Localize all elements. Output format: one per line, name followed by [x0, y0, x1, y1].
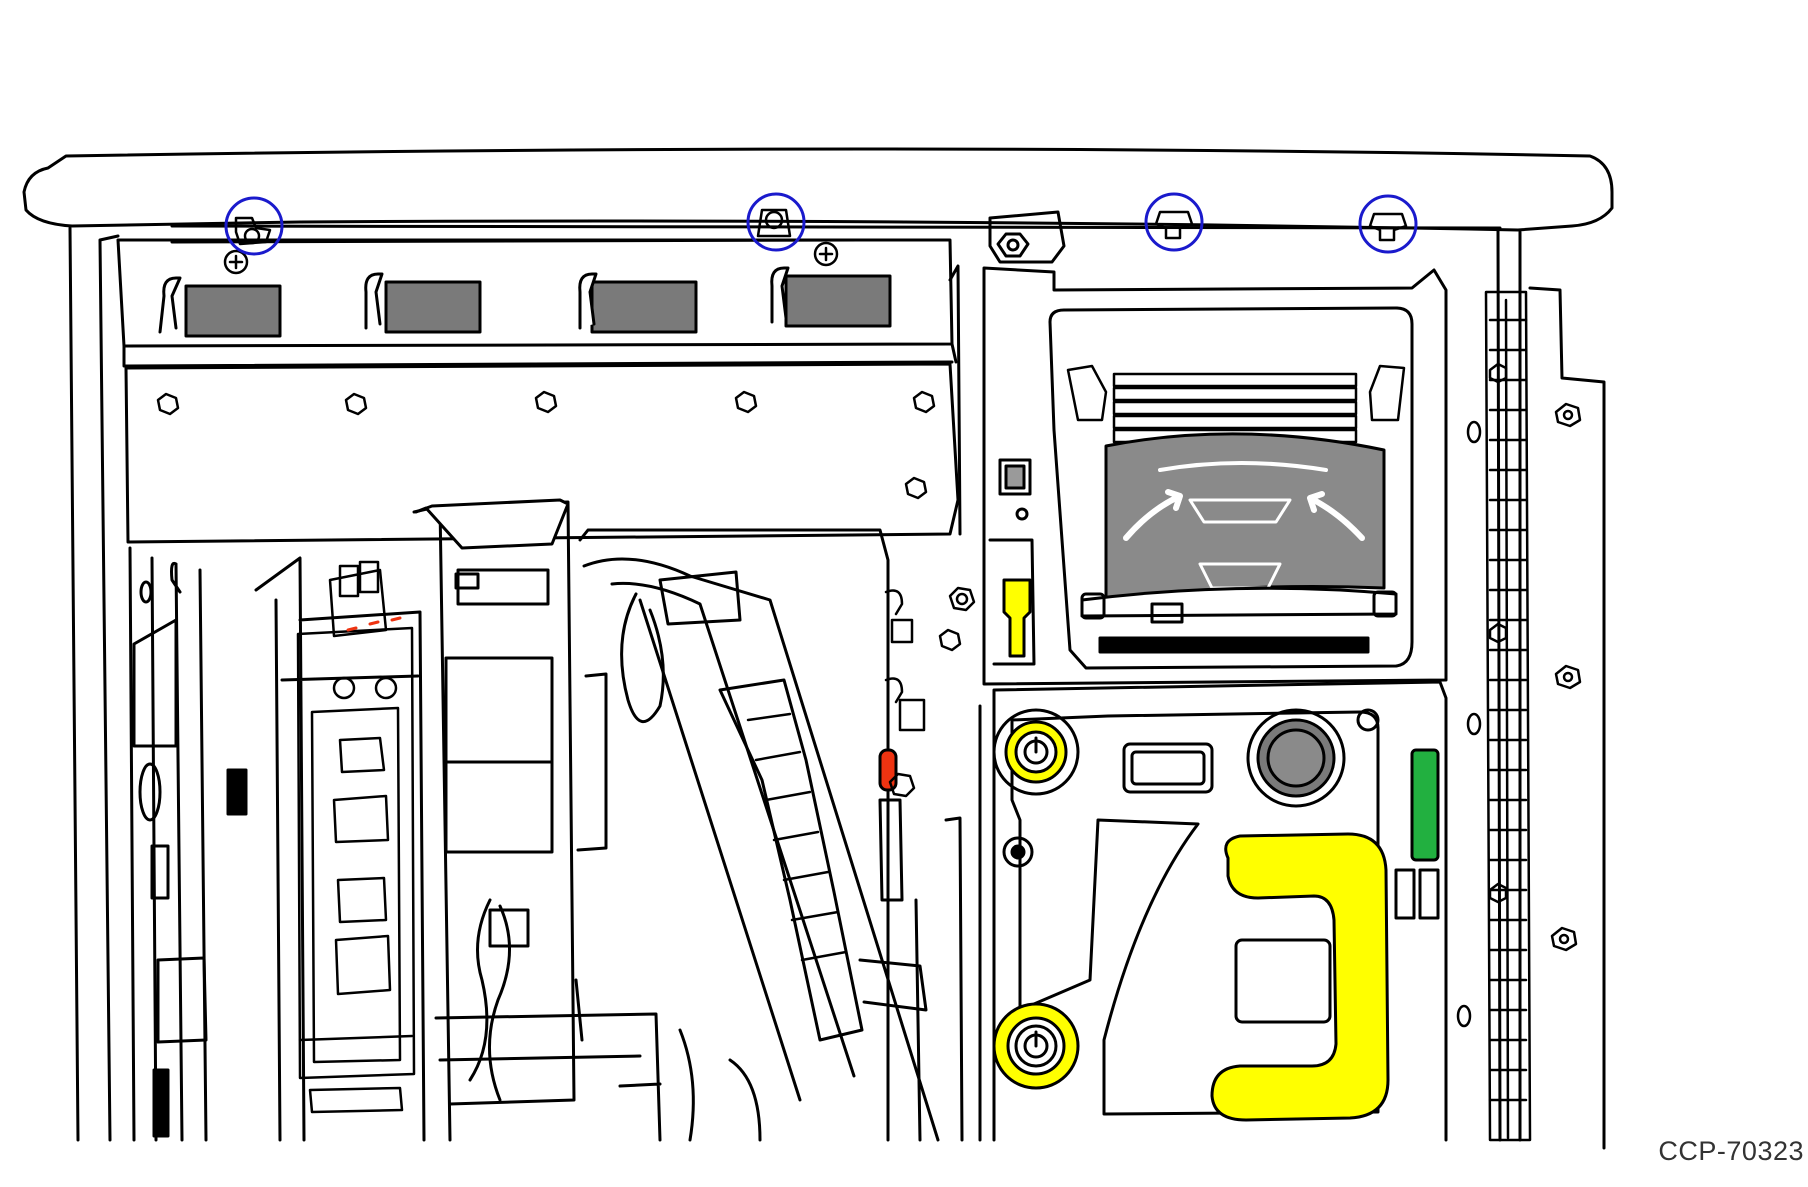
ribbon-connector	[718, 678, 864, 1042]
printer-side-clip-left	[1066, 364, 1108, 422]
hex-nut-icon	[1550, 926, 1578, 952]
hex-nut-icon	[996, 232, 1030, 258]
hex-nut-icon	[888, 772, 916, 798]
vent-slots	[158, 266, 892, 338]
power-supply-unit	[412, 500, 576, 1142]
cable-clips	[884, 589, 926, 732]
vent-slot	[184, 284, 282, 338]
hex-nut-icon	[1488, 622, 1508, 644]
paper-feed-slats	[1112, 372, 1358, 444]
hex-nut-icon	[156, 392, 180, 416]
hex-nut-icon	[904, 476, 928, 500]
handle-label-plate	[1234, 938, 1332, 1024]
vent-grille	[226, 768, 248, 816]
hex-nut-icon	[1554, 402, 1582, 428]
vent-tab	[364, 272, 384, 330]
center-mounting-plate	[124, 362, 960, 544]
plate-bolts	[156, 390, 936, 500]
phillips-screw-icon	[223, 249, 249, 275]
vent-slot	[784, 274, 892, 328]
printer-output-slot	[1098, 636, 1370, 654]
hex-nut-icon	[1554, 664, 1582, 690]
left-side-wall	[68, 226, 120, 1142]
hex-nut-icon	[534, 390, 558, 414]
blue-callout-circle	[224, 196, 284, 256]
hinge-nut-bracket	[988, 210, 1066, 264]
yellow-power-connector	[1002, 578, 1032, 658]
green-status-indicator	[1410, 748, 1440, 862]
red-markers	[346, 616, 402, 632]
hex-nut-icon	[1488, 362, 1508, 384]
vent-tab	[770, 266, 790, 324]
inner-mount-plate	[1010, 710, 1380, 1116]
figure-reference-id: CCP-70323	[1658, 1136, 1804, 1166]
arrow-icon	[1307, 491, 1365, 541]
latch-4	[1358, 194, 1418, 254]
left-card-rail	[128, 546, 208, 1142]
vent-tab	[578, 272, 598, 330]
upper-key-lock	[992, 708, 1080, 796]
yellow-drawer-handle	[1210, 832, 1390, 1122]
latch-3	[1144, 192, 1204, 252]
vent-slot	[384, 280, 482, 334]
diagonal-cable-bundle	[582, 557, 940, 1142]
printer-side-clip-right	[1368, 364, 1406, 422]
alignment-pin	[1002, 836, 1034, 868]
drawer-knob	[1246, 708, 1380, 808]
lid-inner-edge	[170, 224, 1502, 230]
release-button	[1122, 742, 1214, 794]
blue-callout-circle	[746, 192, 806, 252]
psu-cable	[468, 898, 584, 1102]
vent-slot	[590, 280, 698, 334]
right-hinge	[1456, 290, 1582, 1142]
printer-housing	[982, 266, 1448, 686]
circuit-board	[296, 560, 416, 1114]
hex-nut-icon	[948, 586, 976, 612]
hex-nut-icon	[938, 628, 962, 652]
blue-callout-circle	[1144, 192, 1204, 252]
lower-bracket	[978, 680, 1448, 1142]
paper-roll-core	[1188, 498, 1292, 524]
hex-nut-icon	[734, 390, 758, 414]
latch-1	[224, 196, 284, 256]
latch-callouts	[224, 192, 1418, 256]
paper-roll-arrows	[1123, 489, 1365, 541]
red-indicator	[878, 748, 898, 792]
vent-tab	[158, 276, 182, 334]
blue-callout-circle	[1358, 194, 1418, 254]
card-cage	[254, 556, 426, 1142]
arrow-icon	[1123, 489, 1183, 541]
lower-key-lock	[992, 1002, 1080, 1090]
lid-screws	[223, 241, 839, 275]
cable-loop	[620, 592, 665, 724]
hex-nut-icon	[1488, 882, 1508, 904]
upper-bracket-lip	[122, 342, 958, 368]
top-lid	[22, 147, 1614, 232]
printer-body	[1048, 306, 1414, 670]
hex-nut-icon	[344, 392, 368, 416]
mounting-plate-side	[948, 264, 962, 536]
latch-2	[746, 192, 806, 252]
phillips-screw-icon	[813, 241, 839, 267]
hex-nut-icon	[912, 390, 936, 414]
